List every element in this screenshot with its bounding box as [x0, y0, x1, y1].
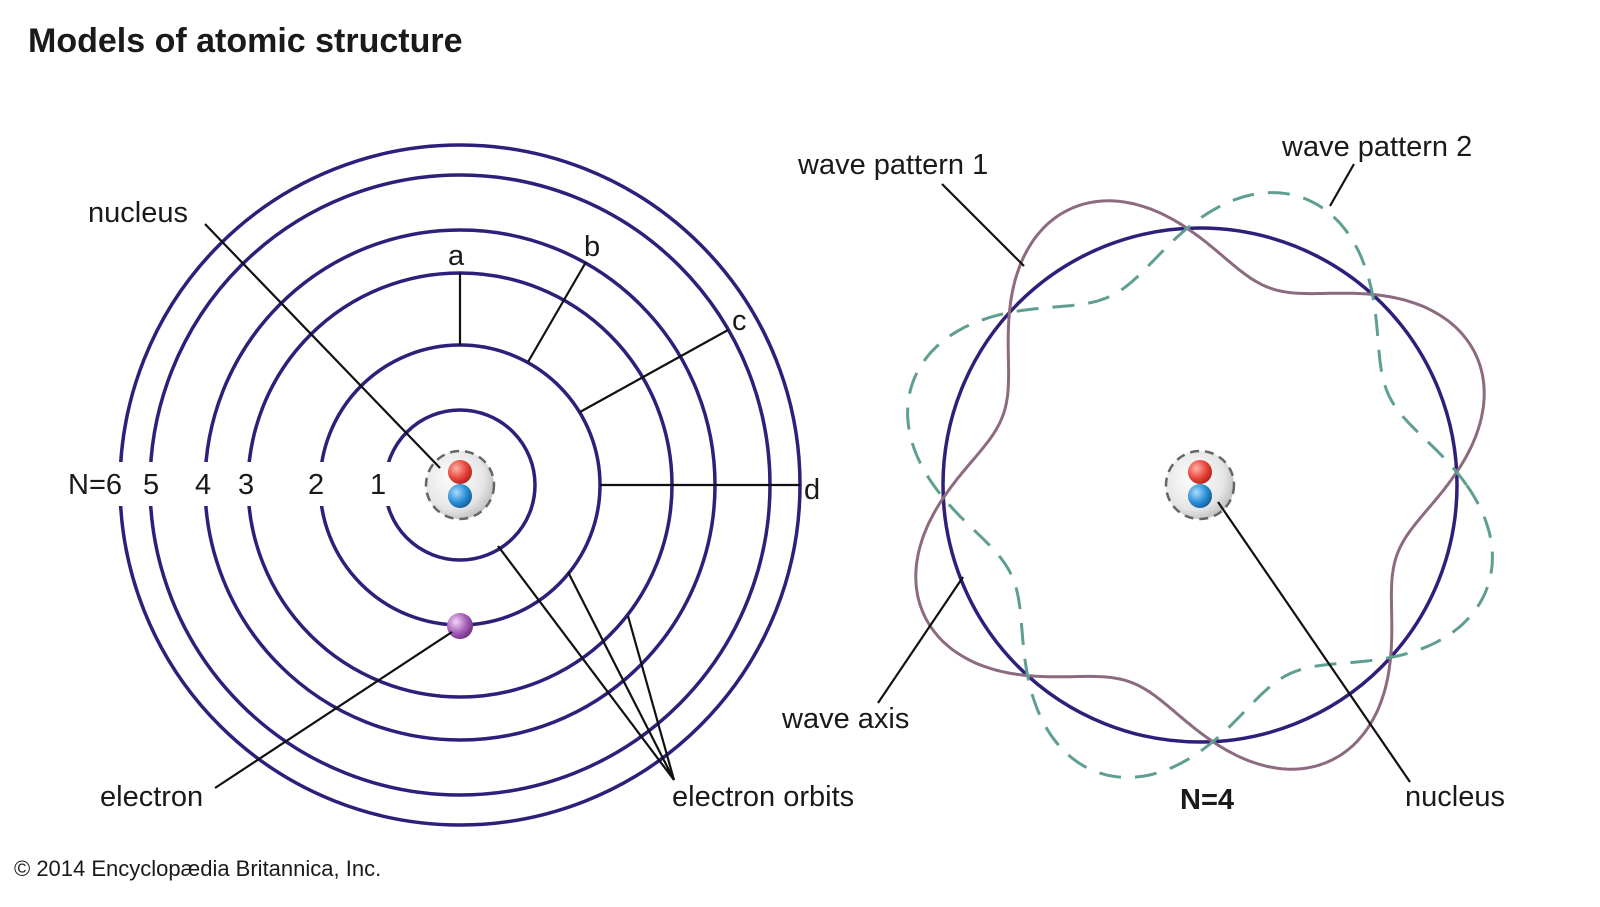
orbits-leader-3 — [626, 615, 676, 781]
wave-pattern-2-label: wave pattern 2 — [1281, 131, 1472, 163]
orbit-number-4: 4 — [195, 469, 211, 501]
nucleus-right — [1164, 449, 1236, 521]
orbit-number-5: 5 — [143, 469, 159, 501]
orbits-leader-1 — [497, 545, 675, 781]
radius-label-b: b — [584, 231, 600, 263]
wave-pattern-1-curve — [914, 199, 1486, 771]
wave-axis-leader — [877, 576, 964, 704]
nucleus-left — [424, 449, 496, 521]
orbit-number-3: 3 — [238, 469, 254, 501]
radius-label-a: a — [448, 240, 465, 272]
bohr-model: 1 2 3 4 5 N=6 a b c d nucleus electron e… — [66, 143, 854, 827]
radius-label-c: c — [732, 305, 747, 337]
orbit-number-2: 2 — [308, 469, 324, 501]
electron-orbits-label: electron orbits — [672, 781, 854, 813]
figure-title: Models of atomic structure — [28, 22, 463, 60]
radius-line-c — [579, 329, 729, 413]
orbits-leader-2 — [567, 571, 675, 781]
nucleus-leader-left — [204, 223, 441, 469]
wave-model: wave pattern 1 wave pattern 2 wave axis … — [781, 131, 1505, 816]
wave-pattern-1-leader — [941, 183, 1025, 267]
wave-pattern-1-label: wave pattern 1 — [797, 149, 988, 181]
wave-axis-circle — [941, 226, 1459, 744]
radius-label-d: d — [804, 474, 820, 506]
orbit-number-1: 1 — [370, 469, 386, 501]
wave-axis-label: wave axis — [781, 703, 909, 735]
electron-particle — [447, 613, 473, 639]
radius-line-b — [527, 261, 587, 363]
wave-pattern-2-curve — [906, 191, 1494, 779]
nucleus-label-left: nucleus — [88, 197, 188, 229]
copyright-notice: © 2014 Encyclopædia Britannica, Inc. — [14, 856, 381, 881]
nucleus-label-right: nucleus — [1405, 781, 1505, 813]
nucleus-leader-right — [1217, 501, 1411, 783]
wave-pattern-2-leader — [1329, 163, 1355, 207]
electron-leader — [214, 631, 453, 789]
n-value-label: N=4 — [1180, 784, 1234, 816]
electron-label: electron — [100, 781, 203, 813]
orbit-number-6: N=6 — [68, 469, 122, 501]
